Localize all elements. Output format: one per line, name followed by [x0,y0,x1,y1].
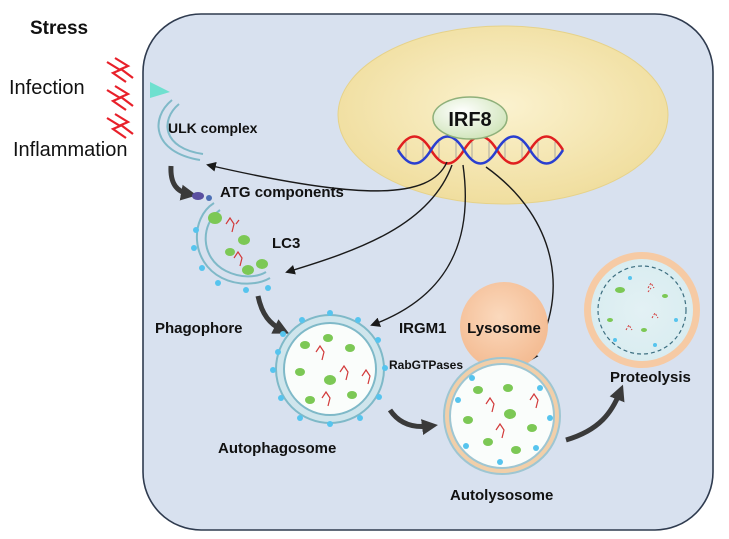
autolysosome-label: Autolysosome [450,487,553,504]
infection-label: Infection [9,77,85,99]
rabgtpases-label: RabGTPases [389,358,463,372]
arrow-autophagosome-to-autolysosome [387,408,438,435]
autophagosome [270,310,388,427]
stress-label: Stress [30,18,88,39]
arrow-ulk-to-atg [168,165,197,201]
irf8-oval [432,96,508,140]
lysosome [460,282,548,370]
phagophore-label: Phagophore [155,320,243,337]
lc3-label: LC3 [272,235,300,252]
lysosome-label: Lysosome [467,320,541,337]
inflammation-label: Inflammation [13,139,128,161]
proteolysis-vesicle [584,252,700,368]
atg-component-blob [192,192,204,200]
ulk-complex [150,82,204,161]
autolysosome [443,357,561,475]
arrow-phagophore-to-autophagosome [255,295,290,334]
phagophore-membrane [191,202,271,293]
irgm1-label: IRGM1 [399,320,447,337]
proteolysis-label: Proteolysis [610,369,691,386]
irf8-label: IRF8 [448,109,491,131]
lightning-bolt-icon [106,57,134,139]
arrow-autolysosome-to-proteolysis [565,384,625,443]
ulk-complex-label: ULK complex [168,120,258,136]
autophagosome-label: Autophagosome [218,440,336,457]
atg-components-label: ATG components [220,184,344,201]
